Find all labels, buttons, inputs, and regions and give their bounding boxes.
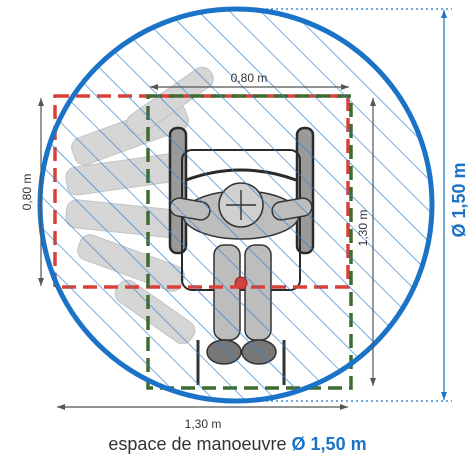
inner-height-dimension-line [370,98,376,386]
caption-highlight: Ø 1,50 m [291,434,367,454]
caption-text: espace de manoeuvre [108,434,287,454]
left-dimension-line [38,98,44,286]
center-cross-icon [226,190,256,220]
caption: espace de manoeuvre Ø 1,50 m [0,434,475,455]
bottom-dimension-line [57,404,348,410]
top-width-label: 0,80 m [231,71,268,85]
bottom-width-label: 1,30 m [185,417,222,431]
diameter-label: Ø 1,50 m [449,162,469,237]
left-height-label: 0,80 m [20,174,34,211]
diameter-dimension-line [236,8,452,402]
top-dimension-line [150,84,349,90]
inner-height-label: 1,30 m [356,210,370,247]
